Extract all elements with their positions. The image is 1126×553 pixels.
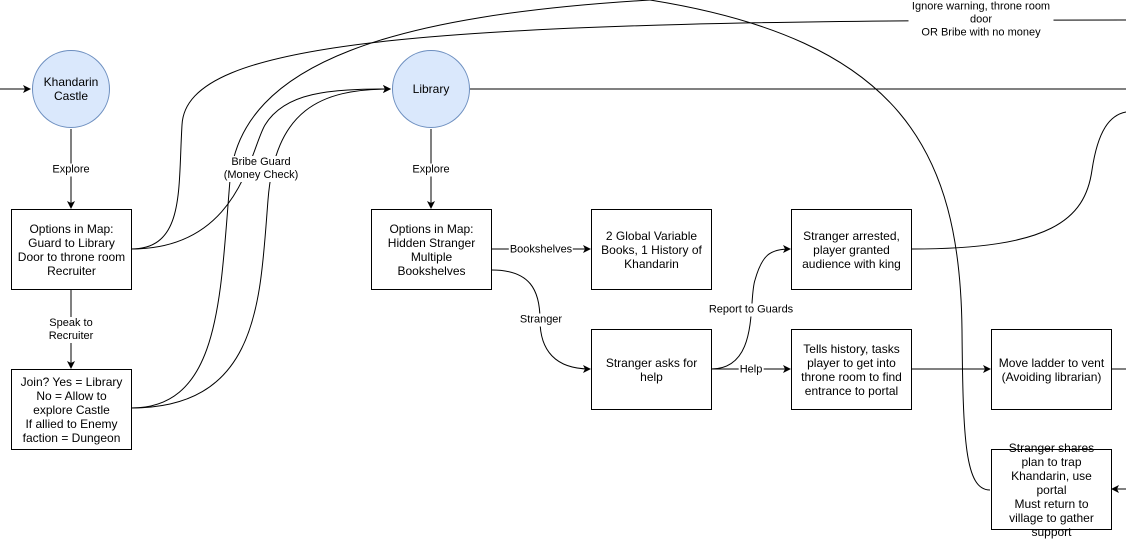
node-label: Tells history, tasks player to get into … bbox=[801, 341, 902, 398]
node-books[interactable]: 2 Global Variable Books, 1 History of Kh… bbox=[591, 209, 712, 290]
node-join-choice[interactable]: Join? Yes = Library No = Allow to explor… bbox=[11, 369, 132, 450]
node-stranger-arrested[interactable]: Stranger arrested, player granted audien… bbox=[791, 209, 912, 290]
node-khandarin-castle[interactable]: Khandarin Castle bbox=[32, 50, 110, 128]
node-label: Join? Yes = Library No = Allow to explor… bbox=[20, 374, 123, 445]
node-label: Stranger shares plan to trap Khandarin, … bbox=[1008, 440, 1095, 539]
node-stranger-help[interactable]: Stranger asks for help bbox=[591, 329, 712, 410]
edge-label-bookshelves: Bookshelves bbox=[508, 243, 574, 257]
edge-report-guards bbox=[710, 245, 791, 370]
node-label: Stranger arrested, player granted audien… bbox=[802, 228, 901, 271]
edge-join-library bbox=[130, 85, 391, 409]
node-label: Library bbox=[412, 82, 450, 96]
node-tells-history[interactable]: Tells history, tasks player to get into … bbox=[791, 329, 912, 410]
edge-bribe-guard bbox=[130, 85, 391, 250]
node-stranger-plan[interactable]: Stranger shares plan to trap Khandarin, … bbox=[991, 441, 1112, 539]
edge-label-bribe-guard: Bribe Guard (Money Check) bbox=[222, 156, 300, 182]
node-label: 2 Global Variable Books, 1 History of Kh… bbox=[601, 228, 702, 271]
node-label: Khandarin Castle bbox=[43, 75, 99, 103]
node-move-ladder[interactable]: Move ladder to vent (Avoiding librarian) bbox=[991, 329, 1112, 410]
edge-ignore-warning bbox=[130, 19, 1126, 250]
node-label: Options in Map: Hidden Stranger Multiple… bbox=[387, 221, 476, 278]
edge-arc-to-plan bbox=[649, 0, 991, 491]
node-options-map-library[interactable]: Options in Map: Hidden Stranger Multiple… bbox=[371, 209, 492, 290]
node-options-map-castle[interactable]: Options in Map: Guard to Library Door to… bbox=[11, 209, 132, 290]
edge-join-arc bbox=[130, 0, 651, 409]
edge-label-speak-recruiter: Speak to Recruiter bbox=[47, 317, 95, 343]
edge-label-explore-castle: Explore bbox=[51, 163, 91, 177]
node-label: Stranger asks for help bbox=[605, 355, 698, 384]
edge-label-explore-library: Explore bbox=[411, 163, 451, 177]
edge-label-help: Help bbox=[738, 363, 764, 377]
edge-label-ignore-warning: Ignore warning, throne room door OR Brib… bbox=[908, 0, 1054, 40]
edge-label-report-guards: Report to Guards bbox=[707, 303, 795, 317]
node-label: Options in Map: Guard to Library Door to… bbox=[17, 221, 126, 278]
node-label: Move ladder to vent (Avoiding librarian) bbox=[998, 355, 1105, 384]
node-library[interactable]: Library bbox=[392, 50, 470, 128]
edge-arrested-right bbox=[911, 111, 1126, 250]
edge-label-stranger: Stranger bbox=[518, 313, 564, 327]
